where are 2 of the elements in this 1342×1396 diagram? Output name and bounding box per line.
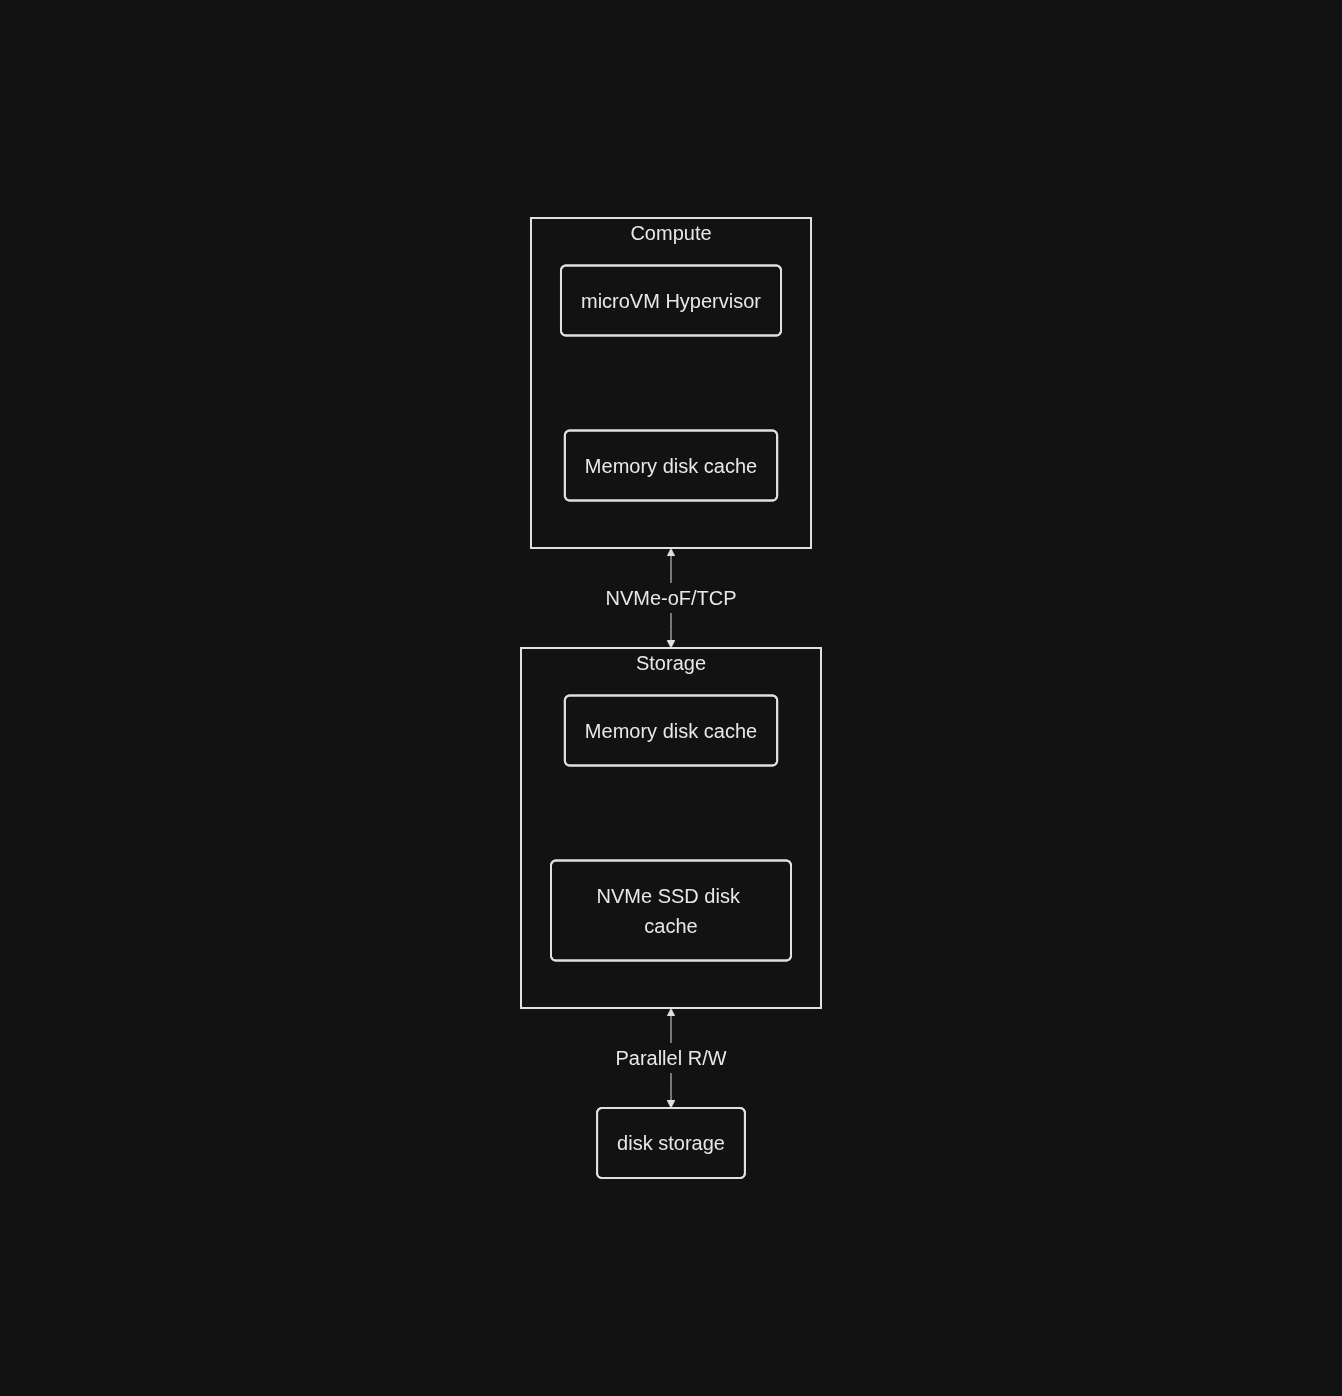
edge-label: NVMe-oF/TCP: [605, 587, 737, 609]
edge-label: Parallel R/W: [615, 1047, 727, 1069]
